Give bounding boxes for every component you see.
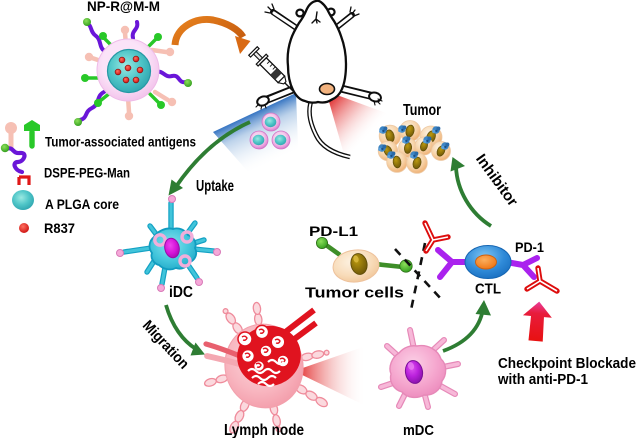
svg-text:PD-L1: PD-L1 xyxy=(309,223,358,239)
svg-text:Migration: Migration xyxy=(139,317,192,372)
svg-text:R837: R837 xyxy=(44,220,75,236)
svg-text:NP-R@M-M: NP-R@M-M xyxy=(87,0,160,14)
svg-text:Uptake: Uptake xyxy=(196,178,234,195)
svg-text:Tumor: Tumor xyxy=(403,102,441,119)
svg-text:DSPE-PEG-Man: DSPE-PEG-Man xyxy=(44,165,130,181)
svg-text:iDC: iDC xyxy=(169,284,193,301)
svg-text:Inhibitor: Inhibitor xyxy=(472,151,521,210)
svg-text:Tumor-associated antigens: Tumor-associated antigens xyxy=(45,134,196,150)
svg-text:CTL: CTL xyxy=(475,281,501,298)
svg-text:Checkpoint Blockade: Checkpoint Blockade xyxy=(498,356,636,372)
svg-text:PD-1: PD-1 xyxy=(515,239,544,255)
svg-text:Tumor cells: Tumor cells xyxy=(305,285,404,302)
svg-text:A PLGA core: A PLGA core xyxy=(45,196,119,212)
svg-text:Lymph node: Lymph node xyxy=(224,422,304,438)
svg-text:with anti-PD-1: with anti-PD-1 xyxy=(497,372,588,388)
svg-text:mDC: mDC xyxy=(403,422,434,438)
